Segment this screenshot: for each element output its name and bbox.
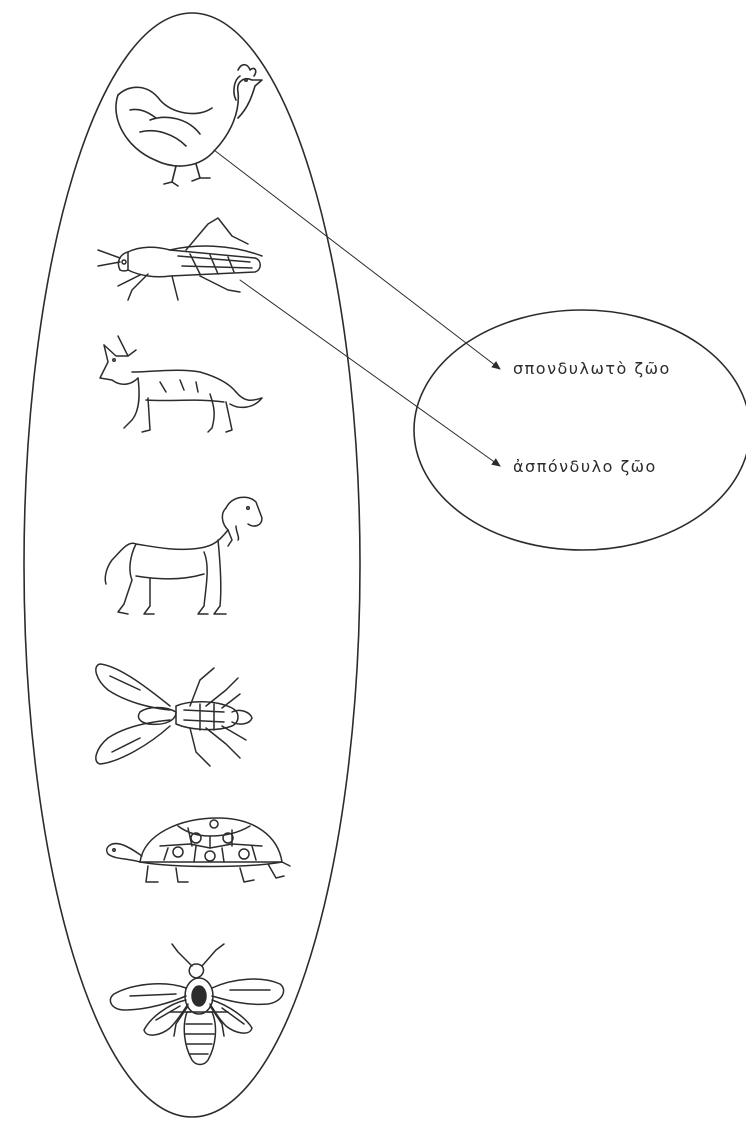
dog-icon bbox=[105, 497, 262, 614]
animals-oval bbox=[24, 13, 360, 1117]
vertebrate-label: σπονδυλωτὸ ζῶο bbox=[513, 359, 671, 378]
bee-icon bbox=[110, 944, 283, 1065]
grasshopper-icon bbox=[98, 218, 262, 300]
fly-icon bbox=[96, 664, 252, 766]
invertebrate-label: ἀσπόνδυλο ζῶο bbox=[513, 457, 657, 476]
arrow-grasshopper-to-invertebrate bbox=[240, 280, 500, 466]
category-circle bbox=[414, 310, 746, 550]
hen-icon bbox=[116, 65, 262, 186]
fox-icon bbox=[100, 336, 262, 432]
tortoise-icon bbox=[107, 818, 290, 882]
